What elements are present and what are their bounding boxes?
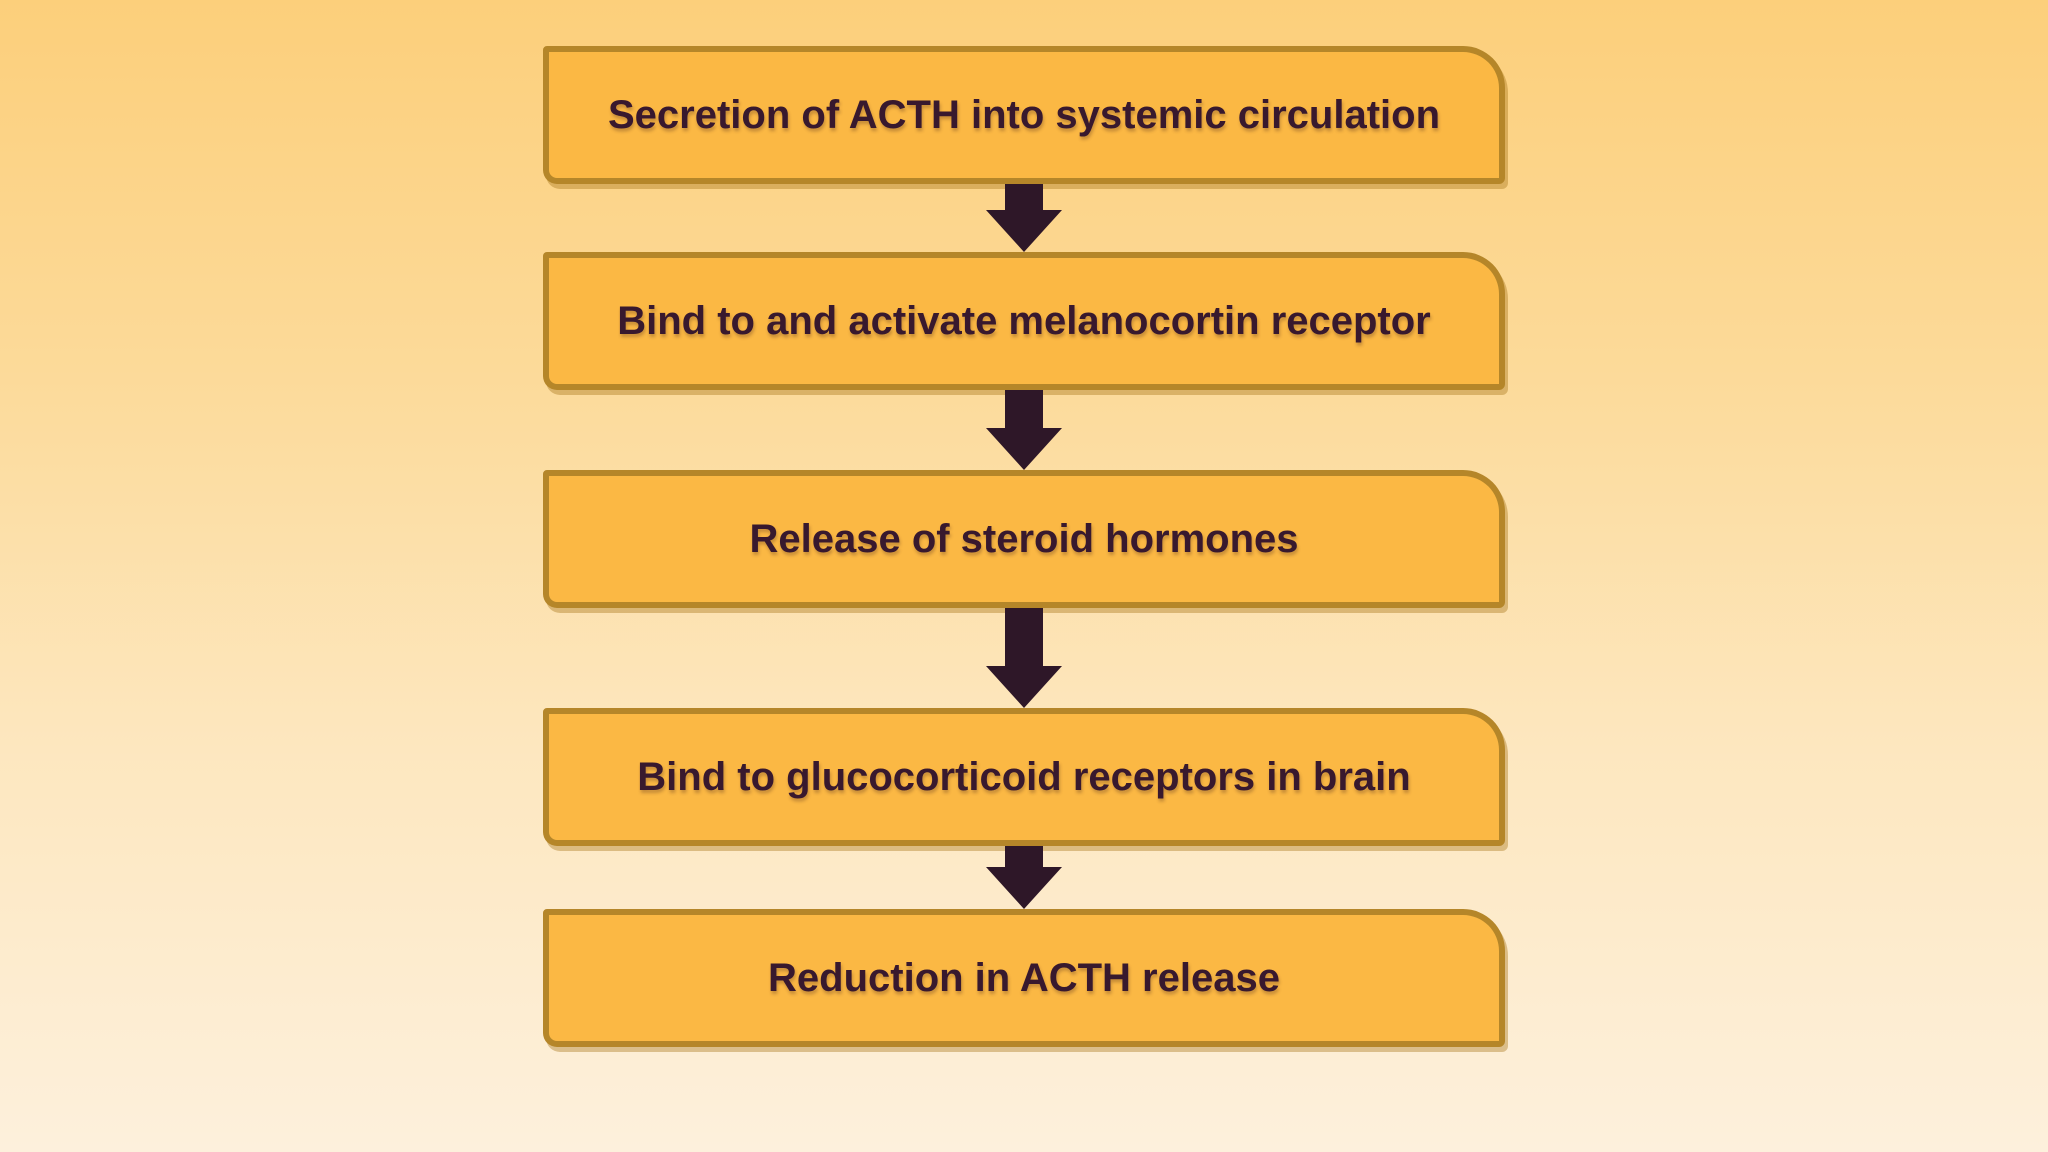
flow-step-bind-glucocorticoid: Bind to glucocorticoid receptors in brai…: [543, 708, 1505, 846]
arrow-head: [986, 666, 1062, 708]
flow-step-label: Bind to glucocorticoid receptors in brai…: [637, 754, 1411, 799]
flow-step-bind-melanocortin: Bind to and activate melanocortin recept…: [543, 252, 1505, 390]
flow-step-release-steroid: Release of steroid hormones: [543, 470, 1505, 608]
down-arrow-icon: [986, 846, 1062, 909]
arrow-stem: [1005, 846, 1043, 867]
arrow-stem: [1005, 608, 1043, 666]
down-arrow-icon: [986, 184, 1062, 252]
flow-step-reduction-acth: Reduction in ACTH release: [543, 909, 1505, 1047]
down-arrow-icon: [986, 390, 1062, 470]
down-arrow-icon: [986, 608, 1062, 708]
flow-step-secretion: Secretion of ACTH into systemic circulat…: [543, 46, 1505, 184]
arrow-head: [986, 428, 1062, 470]
arrow-stem: [1005, 184, 1043, 210]
arrow-head: [986, 210, 1062, 252]
flow-step-label: Release of steroid hormones: [749, 516, 1299, 561]
flowchart: Secretion of ACTH into systemic circulat…: [543, 0, 1505, 1047]
flow-step-label: Reduction in ACTH release: [768, 955, 1280, 1000]
arrow-stem: [1005, 390, 1043, 428]
flow-step-label: Bind to and activate melanocortin recept…: [617, 298, 1431, 343]
flow-step-label: Secretion of ACTH into systemic circulat…: [607, 92, 1440, 137]
arrow-head: [986, 867, 1062, 909]
